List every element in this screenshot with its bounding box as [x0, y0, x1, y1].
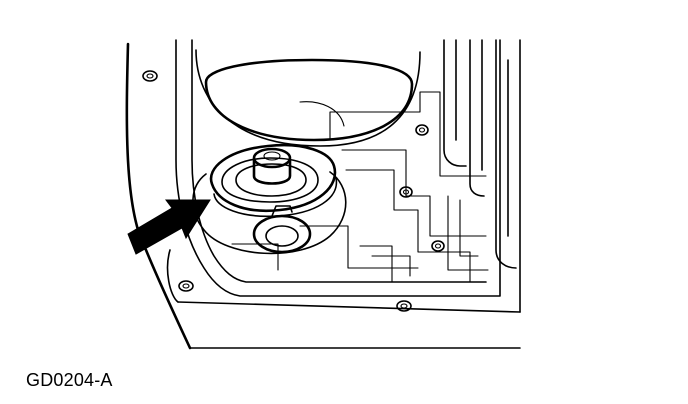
main-bore — [195, 49, 421, 147]
bolt-hole-bottom — [396, 300, 412, 312]
servo-seal-cover — [209, 143, 338, 218]
case-outline — [125, 42, 521, 350]
bolt-hole-upper — [415, 124, 429, 136]
valve-body-channels — [443, 39, 521, 313]
figure-code: GD0204-A — [26, 370, 113, 390]
bolt-hole-mid — [399, 186, 413, 198]
bolt-hole-right — [431, 240, 445, 252]
bolt-hole-left — [178, 280, 194, 292]
pointer-arrow — [127, 199, 211, 255]
bolt-holes — [142, 70, 445, 312]
bolt-hole-top-left — [142, 70, 158, 82]
gasket-surface — [175, 39, 501, 297]
